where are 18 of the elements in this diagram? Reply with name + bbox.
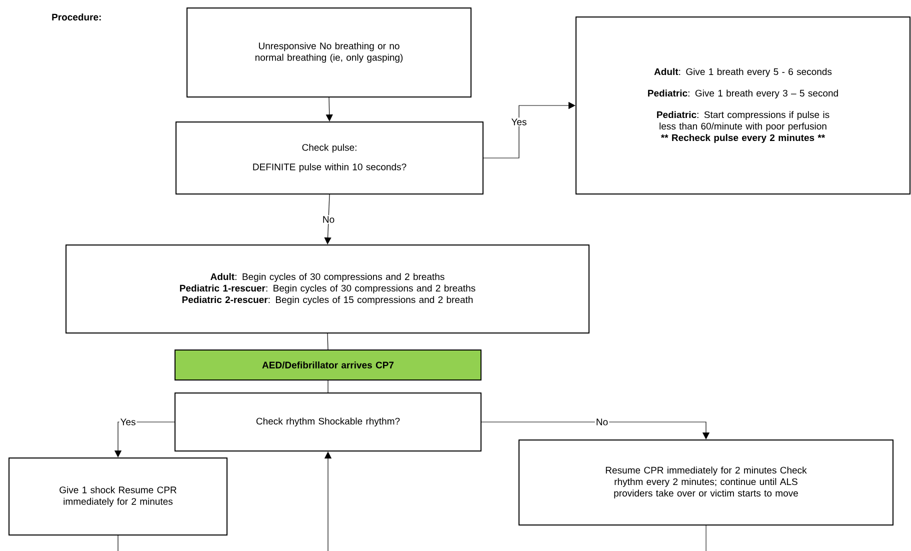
arrow [326, 97, 333, 122]
decision-box: Check rhythm Shockable rhythm? [174, 392, 482, 452]
note-box: Adult: Give 1 breath every 5 - 6 seconds Pediatric: Give 1 breath every 3 – 5 second Pediatric: Start compressions if pulse is less than 60/minute with poor perfusion ** Recheck pulse every 2 minutes ** [576, 16, 910, 194]
edge-label: Yes [119, 418, 137, 426]
process-box: Resume CPR immediately for 2 minutes Check rhythm every 2 minutes; continue until ALS providers take over or victim starts to move [518, 440, 894, 526]
arrow [483, 102, 576, 158]
edge-label: No [594, 418, 610, 426]
connector-line [327, 333, 328, 350]
arrow [481, 422, 710, 440]
process-box: Unresponsive No breathing or no normal breathing (ie, only gasping) [186, 8, 472, 98]
edge-label: No [321, 215, 336, 224]
edge-label: Yes [510, 118, 528, 126]
process-box: Adult: Begin cycles of 30 compressions and 2 breaths Pediatric 1-rescuer: Begin cycles of 30 compressions and 2 breaths Pediatric 2-rescuer: Begin cycles of 15 compressions and 2 breath [66, 244, 590, 334]
heading: Procedure: [52, 14, 101, 20]
arrow [324, 194, 332, 244]
event-bar: AED/Defibrillator arrives CP7 [174, 350, 482, 380]
decision-box: Check pulse: DEFINITE pulse within 10 seconds? [176, 122, 484, 194]
process-box: Give 1 shock Resume CPR immediately for 2 minutes [8, 458, 228, 536]
